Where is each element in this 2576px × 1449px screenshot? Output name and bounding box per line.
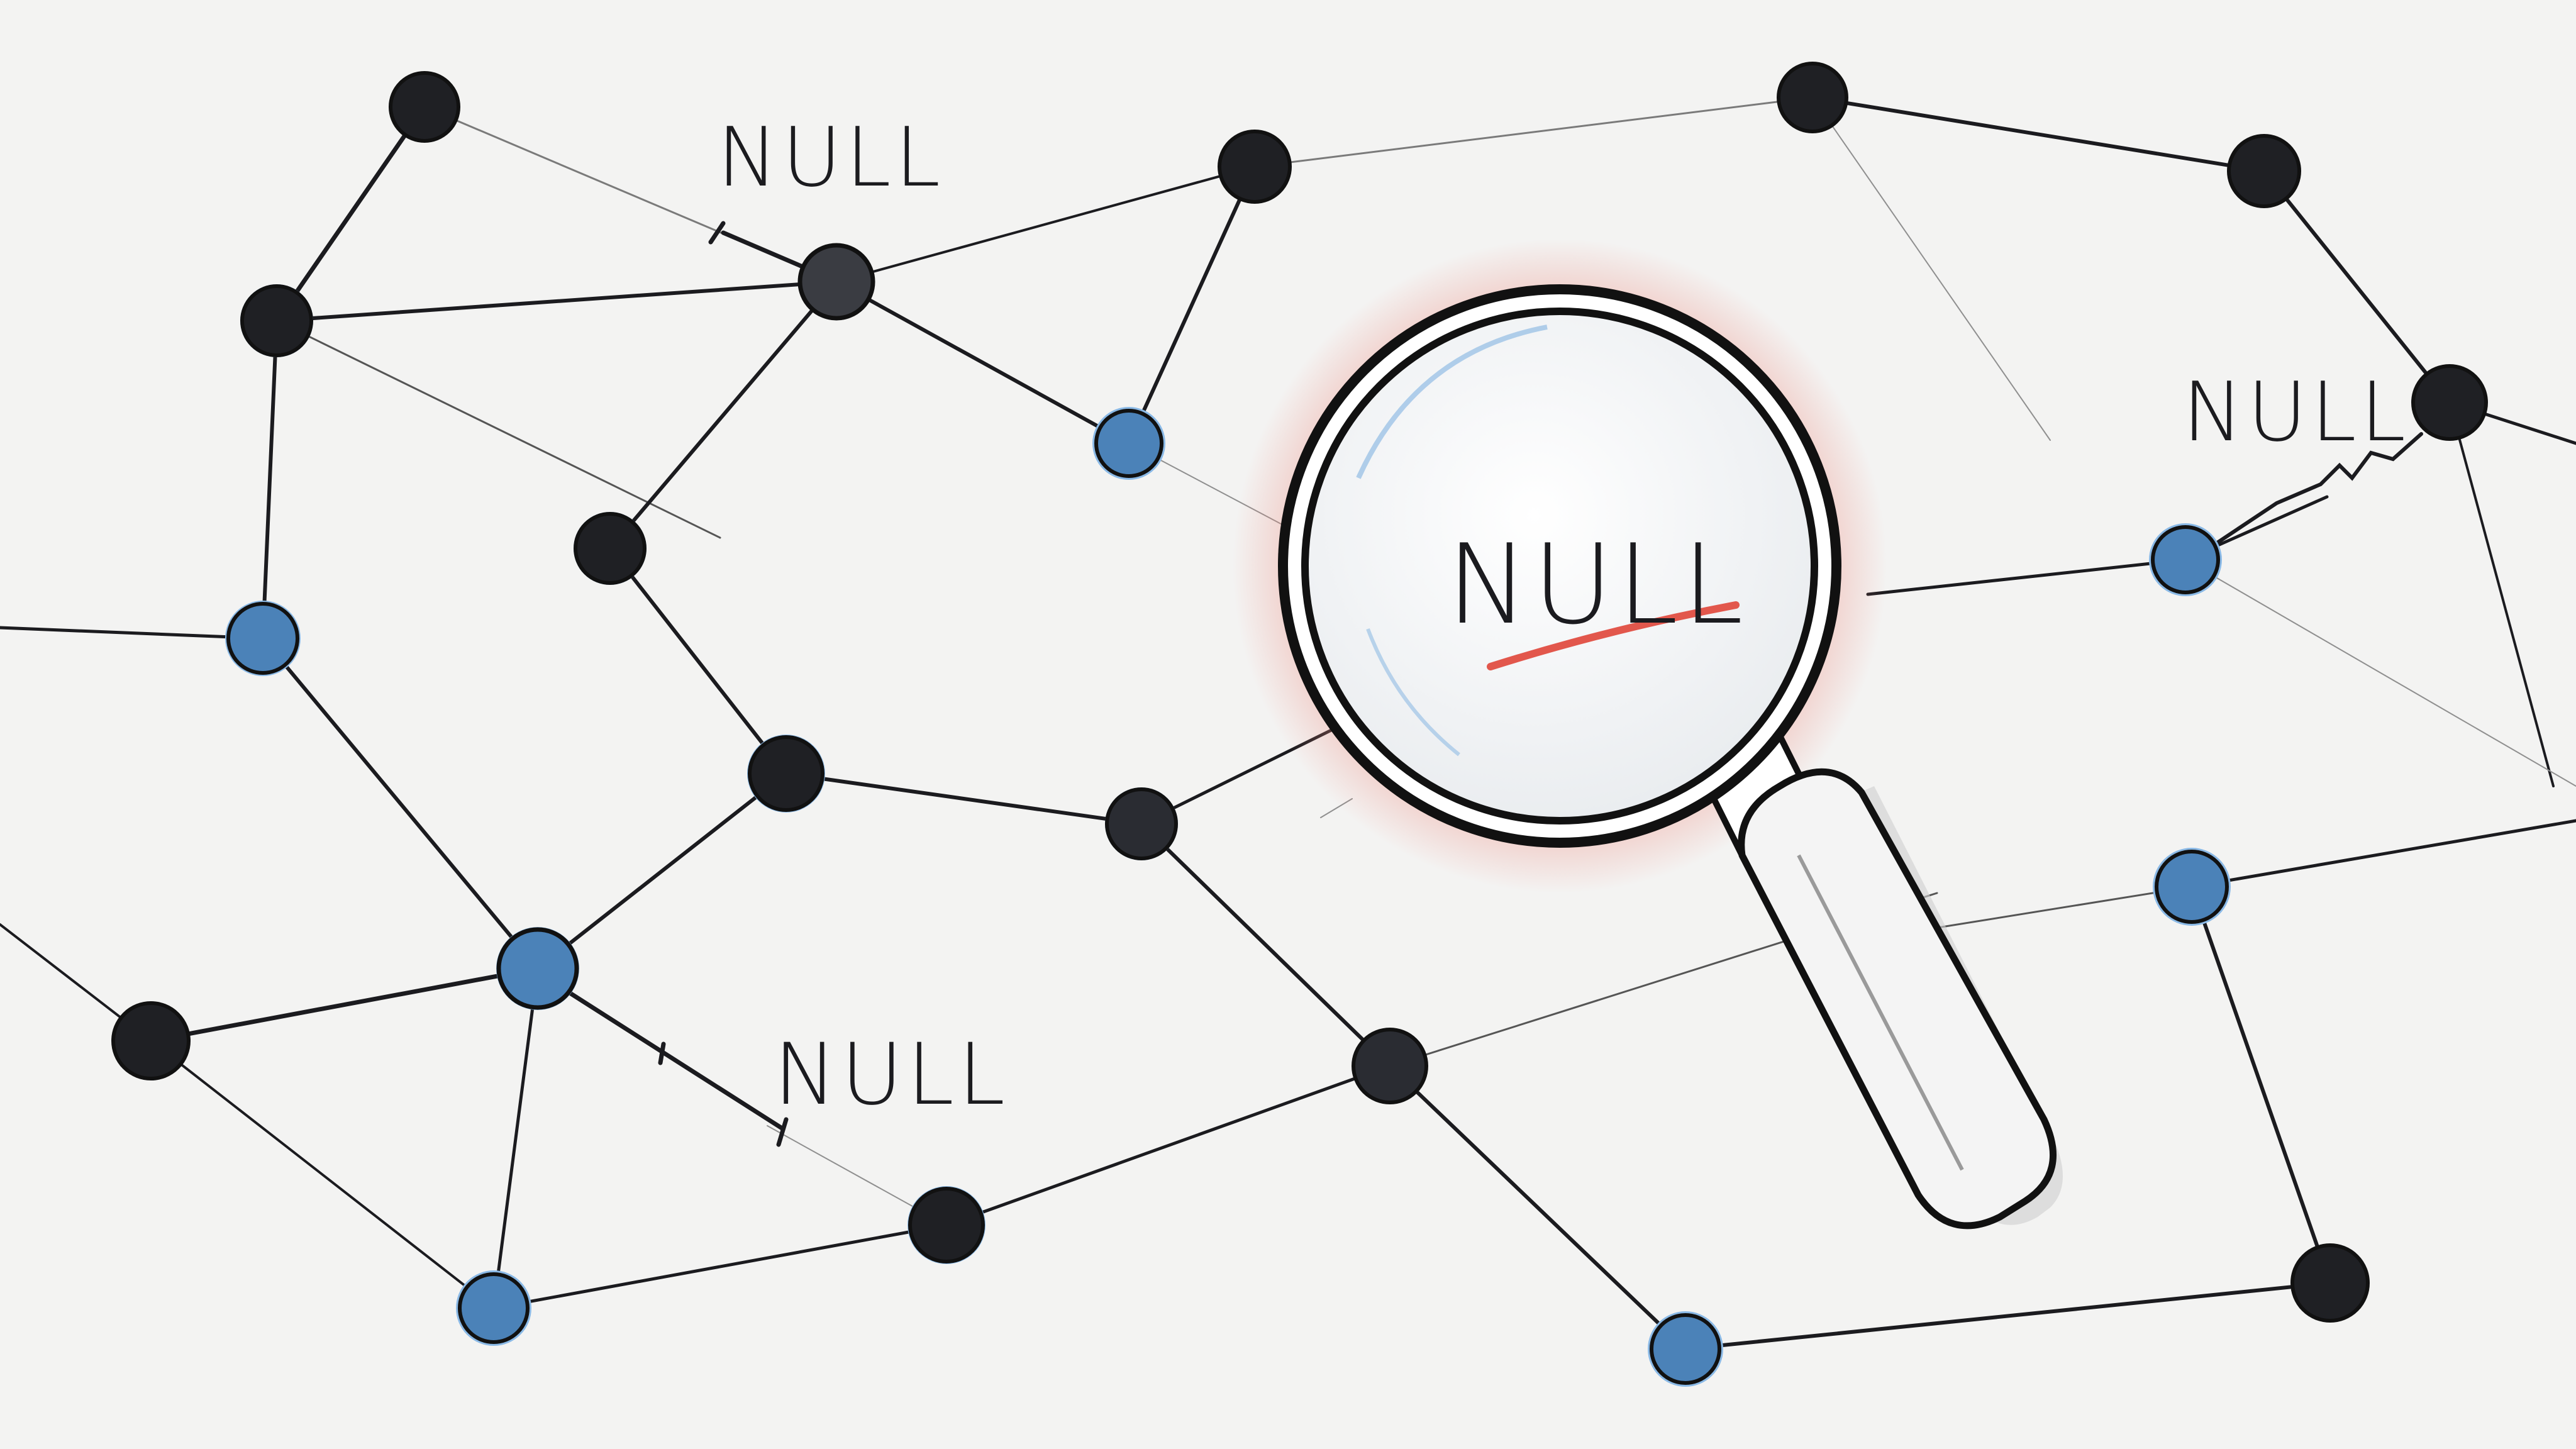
edge xyxy=(2262,169,2451,404)
edge xyxy=(1684,1281,2332,1351)
edge xyxy=(1140,822,1392,1068)
edge xyxy=(274,104,427,323)
edge xyxy=(2185,559,2576,787)
edge xyxy=(608,547,788,775)
graph-node-dark xyxy=(389,71,460,143)
null-label-top-right: NULL xyxy=(2182,364,2409,460)
null-pointer-bottom-left xyxy=(564,988,789,1147)
graph-node-blue xyxy=(2153,848,2231,926)
edge xyxy=(1812,97,2051,441)
edge xyxy=(275,280,838,323)
graph-node-dark xyxy=(1352,1028,1428,1104)
edge xyxy=(2190,819,2576,889)
edge xyxy=(1811,96,2266,173)
graph-node-dark xyxy=(1218,130,1292,204)
edge xyxy=(261,319,279,640)
graph-node-dark xyxy=(111,1001,191,1080)
edge xyxy=(1388,1064,1687,1351)
magnifier-handle xyxy=(1738,768,2057,1230)
graph-node-dark xyxy=(2227,134,2301,208)
graph-node-blue xyxy=(1648,1311,1723,1387)
graph-node-dark xyxy=(574,512,647,585)
null-pointer-strokes xyxy=(564,221,2423,1147)
null-pointer-right xyxy=(2199,432,2423,555)
graph-node-blue xyxy=(225,601,301,676)
graph-node-dark xyxy=(797,243,875,321)
edge xyxy=(835,280,1131,445)
edge xyxy=(784,772,1143,826)
graph-node-dark xyxy=(2411,364,2488,441)
magnifying-glass-icon xyxy=(1233,239,2063,1230)
edge xyxy=(492,967,540,1310)
null-label-top-left: NULL xyxy=(717,109,944,205)
graph-node-blue xyxy=(496,927,579,1010)
graph-node-dark xyxy=(1105,787,1178,860)
graph-node-dark xyxy=(240,284,313,357)
edge xyxy=(0,626,265,640)
edge xyxy=(1917,886,2193,932)
edge xyxy=(2190,885,2332,1285)
graph-node-blue xyxy=(1092,407,1165,480)
graph-node-blue xyxy=(456,1270,531,1346)
edge xyxy=(150,1040,495,1309)
edge xyxy=(536,772,788,970)
edge xyxy=(1866,558,2187,596)
edge xyxy=(2448,401,2555,787)
null-label-bottom-left: NULL xyxy=(774,1025,1009,1124)
graph-edges xyxy=(0,96,2576,1351)
edge xyxy=(835,165,1256,283)
graph-nodes xyxy=(111,62,2488,1387)
edge xyxy=(945,1064,1392,1227)
null-highlight-underline xyxy=(1487,601,1740,670)
null-label-magnified: NULL xyxy=(1446,521,1747,649)
graph-node-dark xyxy=(1777,62,1848,133)
edge xyxy=(1127,165,1257,445)
edge xyxy=(608,280,838,550)
edge xyxy=(492,1223,948,1310)
graph-node-dark xyxy=(908,1186,985,1264)
graph-node-dark xyxy=(2290,1243,2370,1323)
edge xyxy=(261,636,540,970)
edge xyxy=(275,319,721,539)
null-pointer-top-left xyxy=(708,221,814,273)
graph-node-blue xyxy=(2149,523,2222,596)
edge xyxy=(148,966,540,1043)
graph-node-dark xyxy=(747,735,825,813)
edge xyxy=(1253,96,1814,168)
